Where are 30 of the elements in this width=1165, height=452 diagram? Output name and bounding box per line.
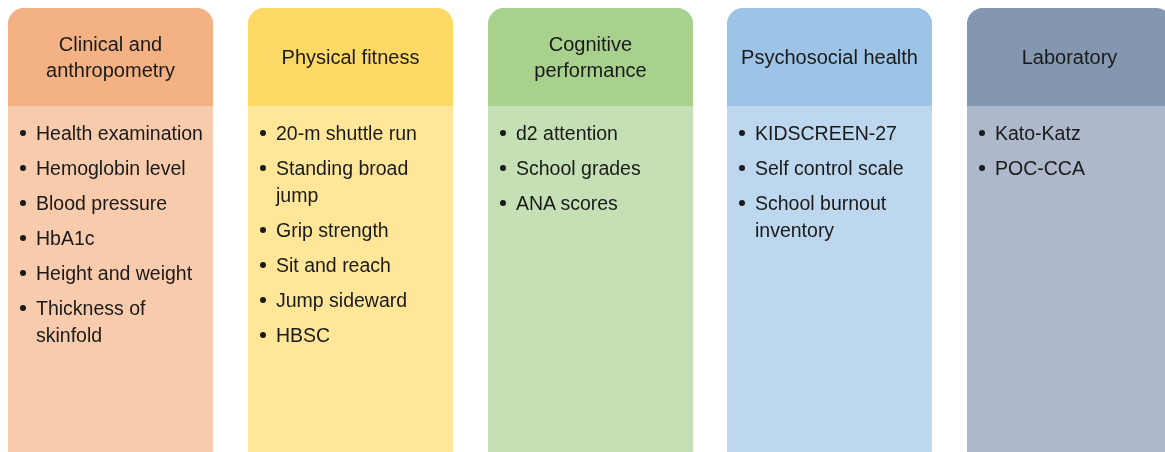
- list-item: ANA scores: [516, 191, 618, 216]
- category-column: [727, 8, 932, 452]
- list-item: Height and weight: [36, 261, 193, 286]
- list-item: School grades: [516, 156, 641, 181]
- list-item: Blood pressure: [36, 191, 168, 216]
- column-heading: Cognitive performance: [533, 32, 648, 83]
- list-item: d2 attention: [516, 121, 618, 146]
- list-item: 20-m shuttle run: [276, 121, 417, 146]
- list-item: Jump sideward: [276, 288, 408, 313]
- category-column: [488, 8, 693, 452]
- column-heading: Clinical and anthropometry: [45, 32, 176, 83]
- list-item: Health examination: [36, 121, 203, 146]
- column-heading: Psychosocial health: [741, 45, 918, 70]
- list-item: Sit and reach: [276, 253, 391, 278]
- column-heading: Laboratory: [1021, 45, 1118, 70]
- category-column: [967, 8, 1165, 452]
- list-item: HbA1c: [36, 226, 95, 251]
- list-item: Thickness of skinfold: [36, 296, 147, 348]
- list-item: Standing broad jump: [276, 156, 410, 208]
- list-item: KIDSCREEN-27: [755, 121, 897, 146]
- list-item: Grip strength: [276, 218, 389, 243]
- category-column: [248, 8, 453, 452]
- list-item: Self control scale: [755, 156, 904, 181]
- column-heading: Physical fitness: [281, 45, 420, 70]
- list-item: Kato-Katz: [995, 121, 1081, 146]
- list-item: School burnout inventory: [755, 191, 888, 243]
- list-item: Hemoglobin level: [36, 156, 186, 181]
- category-column: [8, 8, 213, 452]
- list-item: POC-CCA: [995, 156, 1085, 181]
- list-item: HBSC: [276, 323, 331, 348]
